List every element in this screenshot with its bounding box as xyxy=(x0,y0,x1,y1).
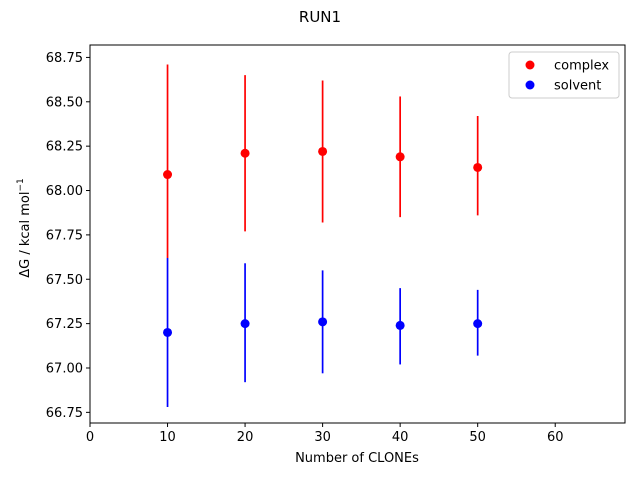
complex-point xyxy=(318,146,328,156)
plot-area: 0 10 20 30 40 50 60 66.75 67.00 67.25 67.50 67.75 68… xyxy=(46,44,626,445)
x-tick-label: 60 xyxy=(547,430,564,445)
y-axis-label-superscript: −1 xyxy=(16,178,26,191)
x-tick-label: 30 xyxy=(314,430,331,445)
y-tick-label: 68.00 xyxy=(46,184,83,199)
complex-point xyxy=(395,152,405,162)
x-tick-label: 0 xyxy=(86,430,94,445)
complex-point xyxy=(240,148,250,158)
complex-point xyxy=(163,170,173,180)
y-tick-label: 67.00 xyxy=(46,361,83,376)
chart-title: RUN1 xyxy=(299,8,341,26)
y-tick-label: 68.25 xyxy=(46,140,83,155)
x-tick-label: 20 xyxy=(237,430,254,445)
solvent-point xyxy=(395,320,405,330)
legend-marker-solvent xyxy=(525,80,535,90)
x-tick-label: 40 xyxy=(392,430,409,445)
y-tick-label: 67.25 xyxy=(46,317,83,332)
y-tick-label: 67.75 xyxy=(46,228,83,243)
solvent-point xyxy=(240,319,250,329)
legend-label-complex: complex xyxy=(554,59,609,74)
axes-frame xyxy=(89,44,626,424)
y-tick-label: 68.75 xyxy=(46,51,83,66)
y-tick-label: 67.50 xyxy=(46,273,83,288)
y-tick-label: 66.75 xyxy=(46,406,83,421)
legend-label-solvent: solvent xyxy=(554,79,601,94)
complex-point xyxy=(473,162,483,172)
solvent-point xyxy=(318,317,328,327)
y-tick-label: 68.50 xyxy=(46,95,83,110)
legend-box xyxy=(508,51,620,99)
legend-marker-complex xyxy=(525,60,535,70)
x-axis-label: Number of CLONEs xyxy=(295,451,419,466)
y-axis-label: ΔG / kcal mol−1 xyxy=(16,178,33,278)
x-tick-label: 10 xyxy=(159,430,176,445)
solvent-point xyxy=(473,319,483,329)
solvent-point xyxy=(163,327,173,337)
y-axis-label-main: ΔG / kcal mol xyxy=(18,192,33,278)
x-tick-label: 50 xyxy=(469,430,486,445)
